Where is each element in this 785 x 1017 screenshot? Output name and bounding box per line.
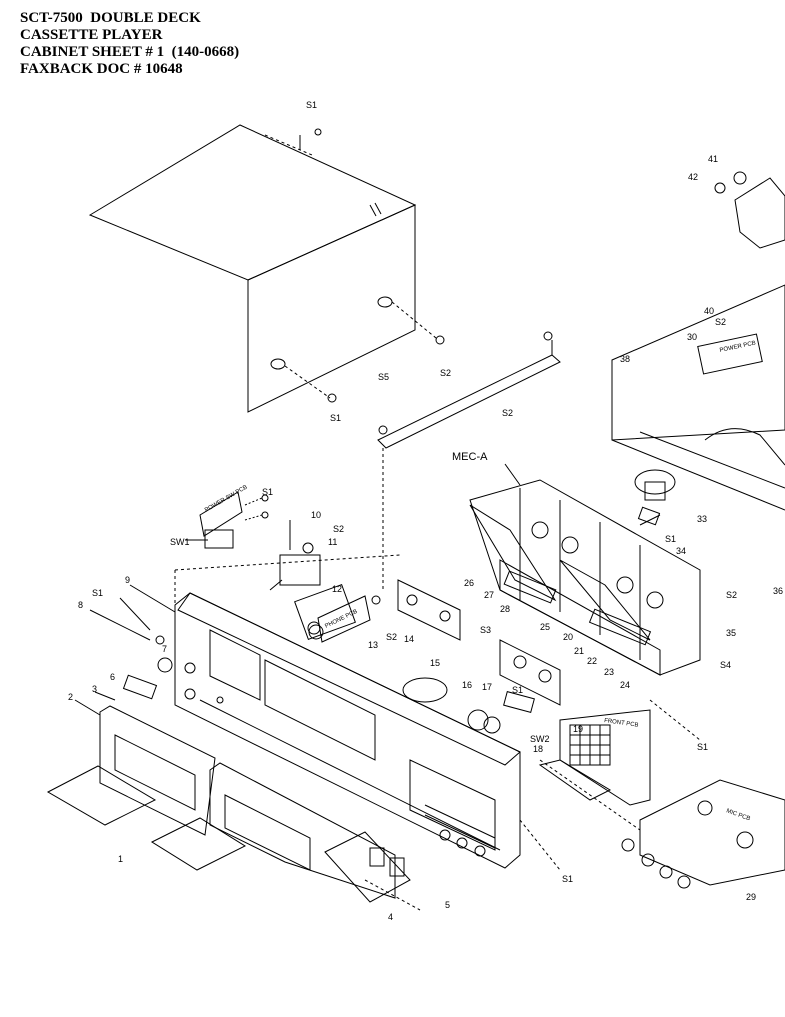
knobs-and-buttons <box>122 635 421 911</box>
header-model-line: SCT-7500 DOUBLE DECK <box>20 10 201 26</box>
label-sw2: SW2 <box>530 734 550 744</box>
label-part-22: 22 <box>587 656 597 666</box>
label-part-11: 11 <box>328 537 337 547</box>
leader-lines <box>174 448 701 871</box>
rear-chassis <box>611 171 785 526</box>
label-part-42: 42 <box>688 172 698 182</box>
label-s1-mech: S1 <box>665 534 676 544</box>
pcb-labels: POWER SW PCB PHONE PCB FRONT PCB POWER P… <box>204 340 756 822</box>
label-s2-bracket: S2 <box>386 632 397 642</box>
window-panels <box>46 765 411 903</box>
label-part-7: 7 <box>162 644 167 654</box>
label-part-10: 10 <box>311 510 321 520</box>
label-sw1: SW1 <box>170 537 190 547</box>
label-part-27: 27 <box>484 590 494 600</box>
label-mic-pcb: MIC PCB <box>725 808 751 822</box>
label-part-5: 5 <box>445 900 450 910</box>
label-s1-panel: S1 <box>92 588 103 598</box>
label-part-21: 21 <box>574 646 584 656</box>
label-s1-top: S1 <box>306 100 317 110</box>
label-s4: S4 <box>720 660 731 670</box>
label-s2-chassis: S2 <box>715 317 726 327</box>
label-part-15: 15 <box>430 658 440 668</box>
document-header: SCT-7500 DOUBLE DECK CASSETTE PLAYER CAB… <box>20 10 239 78</box>
label-power-pcb: POWER PCB <box>719 340 756 353</box>
counter-assembly <box>467 691 535 734</box>
label-part-28: 28 <box>500 604 510 614</box>
label-s1-front: S1 <box>697 742 708 752</box>
label-part-38: 38 <box>620 354 630 364</box>
label-part-41: 41 <box>708 154 718 164</box>
header-faxback-line: FAXBACK DOC # 10648 <box>20 61 183 77</box>
mounting-bracket <box>397 579 461 641</box>
front-pcb <box>538 709 651 806</box>
part-labels: MEC-A SW1 SW2 S1 S1 S1 S1 S1 S1 S1 S1 S2… <box>68 100 783 922</box>
label-s5: S5 <box>378 372 389 382</box>
label-mec-a: MEC-A <box>452 451 488 463</box>
label-part-3: 3 <box>92 684 97 694</box>
label-part-30: 30 <box>687 332 697 342</box>
label-part-12: 12 <box>332 584 342 594</box>
label-s1-switch: S1 <box>262 487 273 497</box>
leader-ticks <box>74 463 521 716</box>
label-s1-cover: S1 <box>330 413 341 423</box>
label-part-4: 4 <box>388 912 393 922</box>
label-s2-rail-end: S2 <box>502 408 513 418</box>
label-part-1: 1 <box>118 854 123 864</box>
power-switch-assembly <box>185 491 269 549</box>
label-part-8: 8 <box>78 600 83 610</box>
cassette-door-left <box>99 705 216 836</box>
front-panel <box>174 592 521 869</box>
label-part-19: 19 <box>573 724 583 734</box>
label-part-14: 14 <box>404 634 414 644</box>
mic-pcb <box>621 779 785 889</box>
label-part-25: 25 <box>540 622 550 632</box>
label-part-34: 34 <box>676 546 686 556</box>
label-part-13: 13 <box>368 640 378 650</box>
label-part-36: 36 <box>773 586 783 596</box>
label-part-33: 33 <box>697 514 707 524</box>
label-s2-switch: S2 <box>333 524 344 534</box>
label-part-24: 24 <box>620 680 630 690</box>
label-part-35: 35 <box>726 628 736 638</box>
label-part-23: 23 <box>604 667 614 677</box>
label-part-29: 29 <box>746 892 756 902</box>
rail-bracket <box>377 331 561 449</box>
label-part-6: 6 <box>110 672 115 682</box>
label-s3: S3 <box>480 625 491 635</box>
label-part-9: 9 <box>125 575 130 585</box>
label-part-20: 20 <box>563 632 573 642</box>
label-s2-mech: S2 <box>726 590 737 600</box>
label-part-17: 17 <box>482 682 492 692</box>
mounting-bracket-2 <box>499 639 561 706</box>
label-s1-bottom: S1 <box>562 874 573 884</box>
header-sheet-line: CABINET SHEET # 1 (140-0668) <box>20 44 240 60</box>
label-part-18: 18 <box>533 744 543 754</box>
label-part-40: 40 <box>704 306 714 316</box>
label-part-16: 16 <box>462 680 472 690</box>
phone-jack-pcb <box>308 595 381 643</box>
label-front-pcb: FRONT PCB <box>604 718 639 729</box>
cassette-mechanism <box>469 479 701 676</box>
label-s1-counter: S1 <box>512 685 523 695</box>
label-part-2: 2 <box>68 692 73 702</box>
label-s2-rail: S2 <box>440 368 451 378</box>
cassette-door-right <box>209 762 396 899</box>
top-cabinet-cover <box>88 124 445 413</box>
header-product-line: CASSETTE PLAYER <box>20 27 163 43</box>
label-part-26: 26 <box>464 578 474 588</box>
label-phone-pcb: PHONE PCB <box>324 609 358 630</box>
